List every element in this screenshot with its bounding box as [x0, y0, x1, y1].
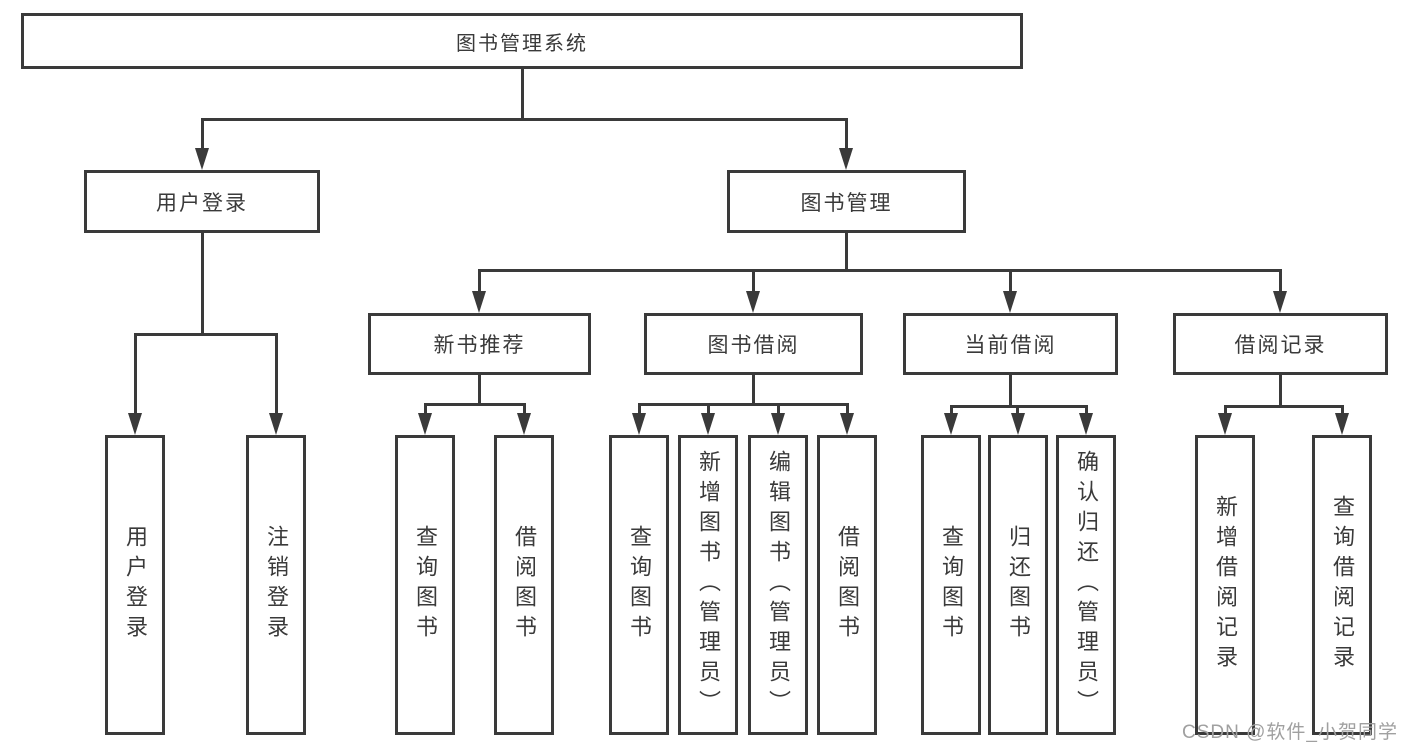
- leaf-edit-book-admin: 编辑图书（管理员）: [748, 435, 808, 735]
- watermark-text: CSDN @软件_小贺同学: [1182, 722, 1398, 743]
- node-book-borrow: 图书借阅: [644, 313, 863, 375]
- connector-line: [1224, 405, 1344, 408]
- node-borrow-records: 借阅记录: [1173, 313, 1388, 375]
- connector-line: [752, 375, 755, 405]
- connector-line: [1016, 405, 1019, 416]
- arrow-down-icon: [771, 413, 785, 435]
- node-current-borrow: 当前借阅: [903, 313, 1118, 375]
- arrow-down-icon: [472, 291, 486, 313]
- arrow-down-icon: [418, 413, 432, 435]
- leaf-logout: 注销登录: [246, 435, 306, 735]
- connector-line: [1279, 269, 1282, 293]
- connector-line: [845, 233, 848, 272]
- leaf-confirm-return-admin: 确认归还（管理员）: [1056, 435, 1116, 735]
- leaf-query-books: 查询图书: [609, 435, 669, 735]
- leaf-query-books: 查询图书: [395, 435, 455, 735]
- arrow-down-icon: [840, 413, 854, 435]
- connector-line: [777, 403, 780, 416]
- connector-line: [1279, 375, 1282, 407]
- connector-line: [523, 403, 526, 416]
- arrow-down-icon: [195, 148, 209, 170]
- connector-line: [134, 333, 278, 336]
- connector-line: [478, 269, 481, 293]
- arrow-down-icon: [746, 291, 760, 313]
- connector-line: [638, 403, 641, 416]
- connector-line: [201, 233, 204, 333]
- connector-line: [478, 375, 481, 405]
- arrow-down-icon: [839, 148, 853, 170]
- root-node-library-system: 图书管理系统: [21, 13, 1023, 69]
- leaf-borrow-books: 借阅图书: [494, 435, 554, 735]
- arrow-down-icon: [517, 413, 531, 435]
- node-book-management: 图书管理: [727, 170, 966, 233]
- connector-line: [201, 118, 848, 121]
- arrow-down-icon: [1003, 291, 1017, 313]
- connector-line: [1009, 269, 1012, 293]
- leaf-query-books: 查询图书: [921, 435, 981, 735]
- leaf-return-book: 归还图书: [988, 435, 1048, 735]
- connector-line: [1224, 405, 1227, 416]
- arrow-down-icon: [1218, 413, 1232, 435]
- leaf-add-borrow-record: 新增借阅记录: [1195, 435, 1255, 735]
- connector-line: [134, 333, 137, 417]
- arrow-down-icon: [701, 413, 715, 435]
- arrow-down-icon: [1079, 413, 1093, 435]
- connector-line: [950, 405, 953, 416]
- leaf-add-book-admin: 新增图书（管理员）: [678, 435, 738, 735]
- node-user-login: 用户登录: [84, 170, 320, 233]
- arrow-down-icon: [1335, 413, 1349, 435]
- arrow-down-icon: [1273, 291, 1287, 313]
- connector-line: [1009, 375, 1012, 407]
- connector-line: [424, 403, 526, 406]
- leaf-borrow-books: 借阅图书: [817, 435, 877, 735]
- connector-line: [1341, 405, 1344, 416]
- connector-line: [846, 403, 849, 416]
- connector-line: [1085, 405, 1088, 416]
- connector-line: [424, 403, 427, 416]
- connector-line: [521, 69, 524, 118]
- arrow-down-icon: [269, 413, 283, 435]
- connector-line: [275, 333, 278, 417]
- connector-line: [201, 118, 204, 152]
- connector-line: [707, 403, 710, 416]
- connector-line: [478, 269, 1282, 272]
- connector-line: [950, 405, 1088, 408]
- node-new-book-recommend: 新书推荐: [368, 313, 591, 375]
- connector-line: [752, 269, 755, 293]
- leaf-query-borrow-record: 查询借阅记录: [1312, 435, 1372, 735]
- connector-line: [638, 403, 849, 406]
- leaf-user-login: 用户登录: [105, 435, 165, 735]
- connector-line: [845, 118, 848, 152]
- arrow-down-icon: [944, 413, 958, 435]
- arrow-down-icon: [1011, 413, 1025, 435]
- arrow-down-icon: [632, 413, 646, 435]
- arrow-down-icon: [128, 413, 142, 435]
